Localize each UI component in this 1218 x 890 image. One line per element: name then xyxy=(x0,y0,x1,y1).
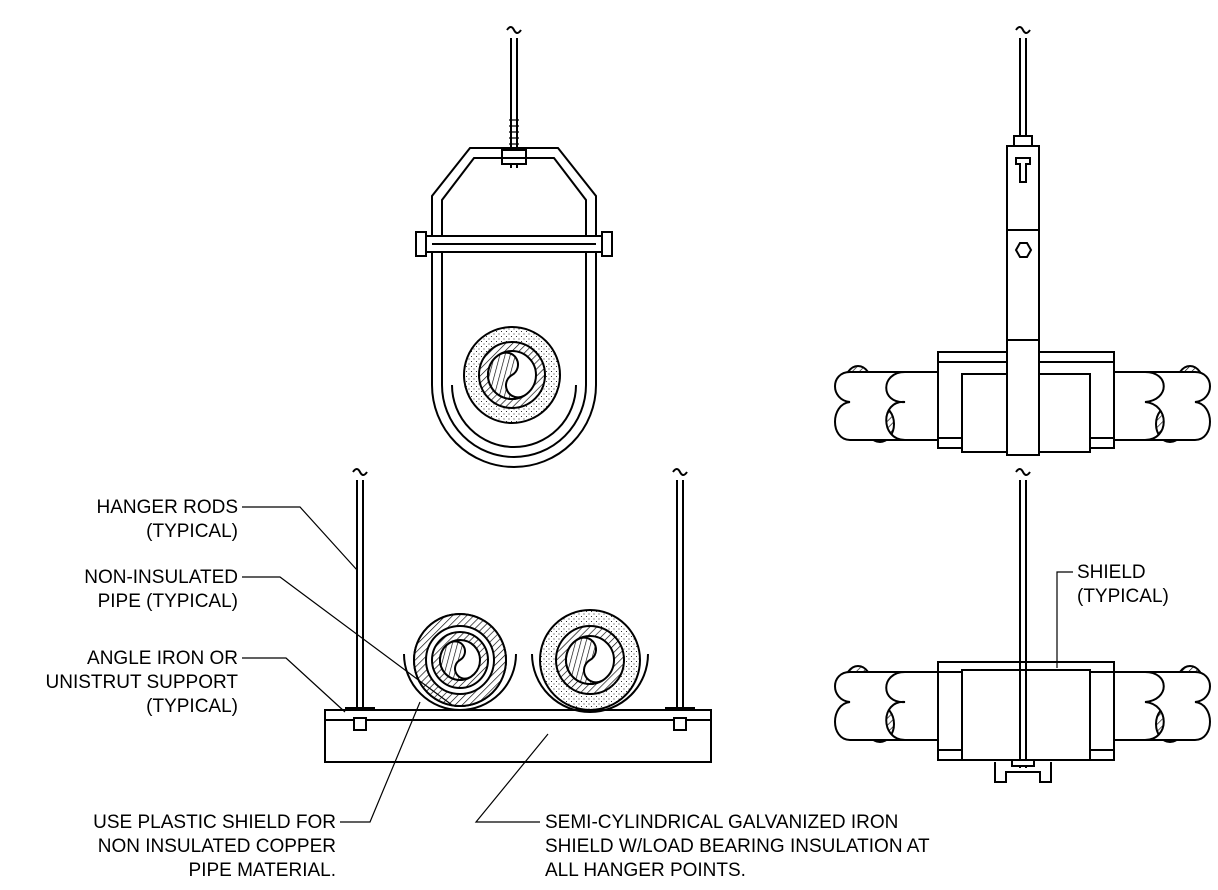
leader-lines xyxy=(242,506,1073,823)
trapeze-hanger-assembly xyxy=(324,468,712,763)
label-plastic-shield: USE PLASTIC SHIELD FOR NON INSULATED COP… xyxy=(93,812,336,881)
label-angle-iron-support: ANGLE IRON OR UNISTRUT SUPPORT (TYPICAL) xyxy=(45,648,239,717)
label-hanger-rods: HANGER RODS (TYPICAL) xyxy=(96,497,238,542)
shield-arc xyxy=(451,384,577,448)
angle-iron-support xyxy=(324,709,712,763)
plastic-shield xyxy=(403,653,517,711)
label-semi-cylindrical-shield: SEMI-CYLINDRICAL GALVANIZED IRON SHIELD … xyxy=(545,812,930,881)
clevis-strap xyxy=(431,252,597,468)
insulated-pipe-section xyxy=(463,326,561,424)
cross-bolt xyxy=(415,231,613,257)
clevis-yoke xyxy=(431,147,597,238)
clevis-hanger-front-view xyxy=(415,26,613,468)
label-shield: SHIELD (TYPICAL) xyxy=(1077,562,1169,607)
pipe-side-view-top xyxy=(834,339,1211,456)
hanger-rod xyxy=(506,26,522,168)
pipe-side-view-bottom xyxy=(834,468,1211,783)
galvanized-shield xyxy=(531,653,649,713)
label-non-insulated-pipe: NON-INSULATED PIPE (TYPICAL) xyxy=(84,567,238,612)
